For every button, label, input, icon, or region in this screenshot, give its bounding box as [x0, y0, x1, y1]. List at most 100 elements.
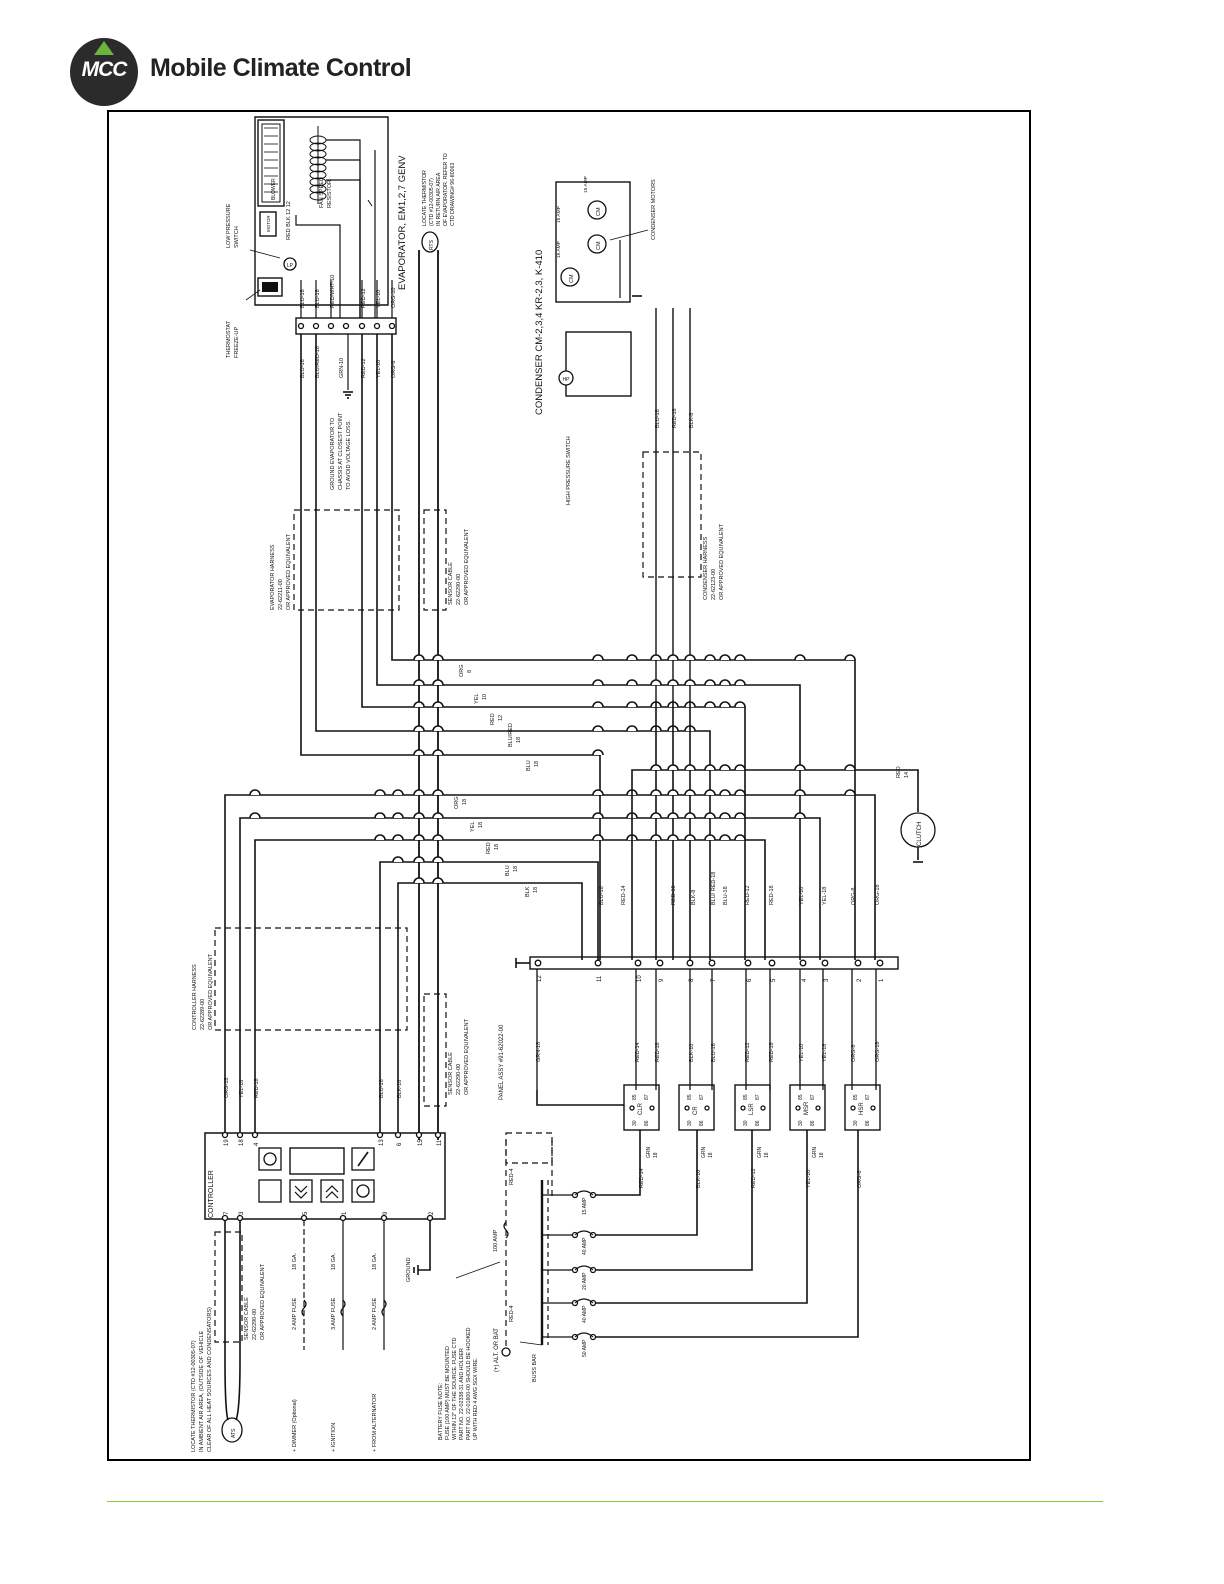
relay-output-label: RED-12	[751, 1168, 757, 1188]
strip-bottom-label: YEL-18	[822, 1044, 828, 1062]
relay-name: HSR	[859, 1102, 865, 1115]
condenser-harness	[642, 451, 702, 578]
condenser-motor-badge: CM	[596, 241, 602, 250]
strip-bottom-label: BLK-10	[689, 1044, 695, 1062]
controller-pin	[221, 1131, 229, 1139]
sensor-mid-label: SENSOR CABLE	[448, 1052, 454, 1095]
condenser-harness-label: 22-62123-00	[711, 569, 717, 600]
wire-crossover	[844, 654, 856, 661]
wire-crossover	[374, 812, 386, 819]
wire-crossover	[626, 679, 638, 686]
bundle-tag-color: BLU	[505, 865, 511, 876]
bus-fuse-label: 15 AMP	[582, 1197, 588, 1215]
input-fuse-label: 2 AMP FUSE	[372, 1297, 378, 1330]
wire-crossover	[704, 764, 716, 771]
strip-bottom-label: ORG-8	[851, 1045, 857, 1062]
wire-crossover	[592, 834, 604, 841]
wire-crossover	[667, 654, 679, 661]
bus-fuse-link	[574, 1190, 594, 1196]
fan-icon	[263, 1152, 277, 1166]
strip-terminal	[799, 959, 807, 967]
controller-harness	[214, 927, 408, 1031]
wire-crossover	[704, 789, 716, 796]
controller-pin	[426, 1214, 434, 1222]
bundle-tag-color: ORG	[459, 664, 465, 677]
input-gauge-label: 18 GA.	[372, 1252, 378, 1270]
relay-contact	[740, 1105, 746, 1111]
lp-badge: LP	[287, 263, 294, 269]
triangle-icon	[94, 41, 114, 55]
relay-output-wire	[596, 1130, 698, 1236]
relay-name: CR	[693, 1106, 699, 1115]
bundle-tag-gauge: 18	[516, 737, 522, 743]
ground-note: GROUND EVAPORATOR TO	[330, 417, 336, 490]
wire-crossover	[392, 856, 404, 863]
sensor-top-label: 22-62290-00	[456, 574, 462, 605]
wire-crossover	[704, 834, 716, 841]
relay-pin: 85	[743, 1094, 749, 1100]
relay-output-wire	[596, 1130, 753, 1271]
hp-switch-box	[565, 331, 632, 397]
wire-crossover	[667, 764, 679, 771]
relay-pin: 86	[644, 1120, 650, 1126]
evap-terminal	[388, 322, 396, 330]
mcc-badge-icon: MCC	[70, 38, 138, 106]
sensor-bottom-label: 22-62290-00	[252, 1309, 258, 1340]
wire-crossover	[704, 701, 716, 708]
bundle-tag-color: BLK	[525, 886, 531, 897]
mode-button	[258, 1179, 282, 1203]
bundle-tag-color: YEL	[470, 822, 476, 832]
relay-grn-label: 18	[708, 1152, 714, 1158]
relay-grn-label: GRN	[701, 1147, 707, 1159]
wire-crossover	[413, 749, 425, 756]
wire-crossover	[592, 725, 604, 732]
controller-box	[204, 1132, 446, 1220]
clutch-wire-label: 14	[904, 772, 910, 778]
controller-pin	[380, 1214, 388, 1222]
wire-crossover	[719, 834, 731, 841]
strip-number: 1	[879, 978, 885, 982]
bundle-tag-color: RED	[486, 842, 492, 854]
strip-terminal	[768, 959, 776, 967]
brand-name: Mobile Climate Control	[150, 54, 412, 82]
relay-pin: 30	[743, 1120, 749, 1126]
condenser-fuse-label: 15 AMP	[556, 241, 562, 258]
relay-contact	[870, 1105, 876, 1111]
relay-grn-label: GRN	[646, 1147, 652, 1159]
wire-crossover	[734, 789, 746, 796]
rts-note: (CTD #12-00305-07)	[429, 178, 435, 226]
controller-wire-label: BLK-18	[397, 1080, 403, 1098]
condenser-motor	[587, 234, 607, 254]
wire-crossover	[794, 654, 806, 661]
relay-pin: 87	[810, 1094, 816, 1100]
rts-note: OF EVAPORATOR. REFER TO	[443, 153, 449, 226]
controller-pin-number: 5	[303, 1211, 309, 1215]
bus-fuse-label: 50 AMP	[582, 1339, 588, 1357]
logo-mark: MCC	[81, 58, 128, 81]
ground-label: GROUND	[406, 1258, 412, 1282]
strip-number: 8	[689, 978, 695, 982]
buss-callout	[519, 1341, 543, 1346]
relay-name: MSR	[804, 1101, 810, 1115]
condenser-motors-label: CONDENSER MOTORS	[651, 179, 657, 240]
motor-label: MOTOR	[266, 215, 271, 232]
battery-fuse-note: PART NO. 22-02338-31 AND HOLDER	[459, 1348, 465, 1440]
wire-crossover	[249, 812, 261, 819]
bundle-tag-gauge: 18	[462, 799, 468, 805]
wire-crossover	[734, 812, 746, 819]
evap-terminal	[312, 322, 320, 330]
wire-crossover	[626, 725, 638, 732]
strip-top-label: YEL-18	[822, 887, 828, 905]
wire-crossover	[684, 679, 696, 686]
relay-contact	[684, 1105, 690, 1111]
blower-label: BLOWER	[271, 178, 277, 200]
evaporator-harness	[293, 509, 400, 611]
relay	[623, 1084, 660, 1131]
controller-label: CONTROLLER	[208, 1170, 215, 1218]
input-fuse-label: 2 AMP FUSE	[292, 1297, 298, 1330]
strip-bottom-label: GRN-18	[536, 1042, 542, 1062]
wire-crossover	[667, 679, 679, 686]
fuse-symbol	[340, 1299, 346, 1317]
wire-crossover	[719, 701, 731, 708]
